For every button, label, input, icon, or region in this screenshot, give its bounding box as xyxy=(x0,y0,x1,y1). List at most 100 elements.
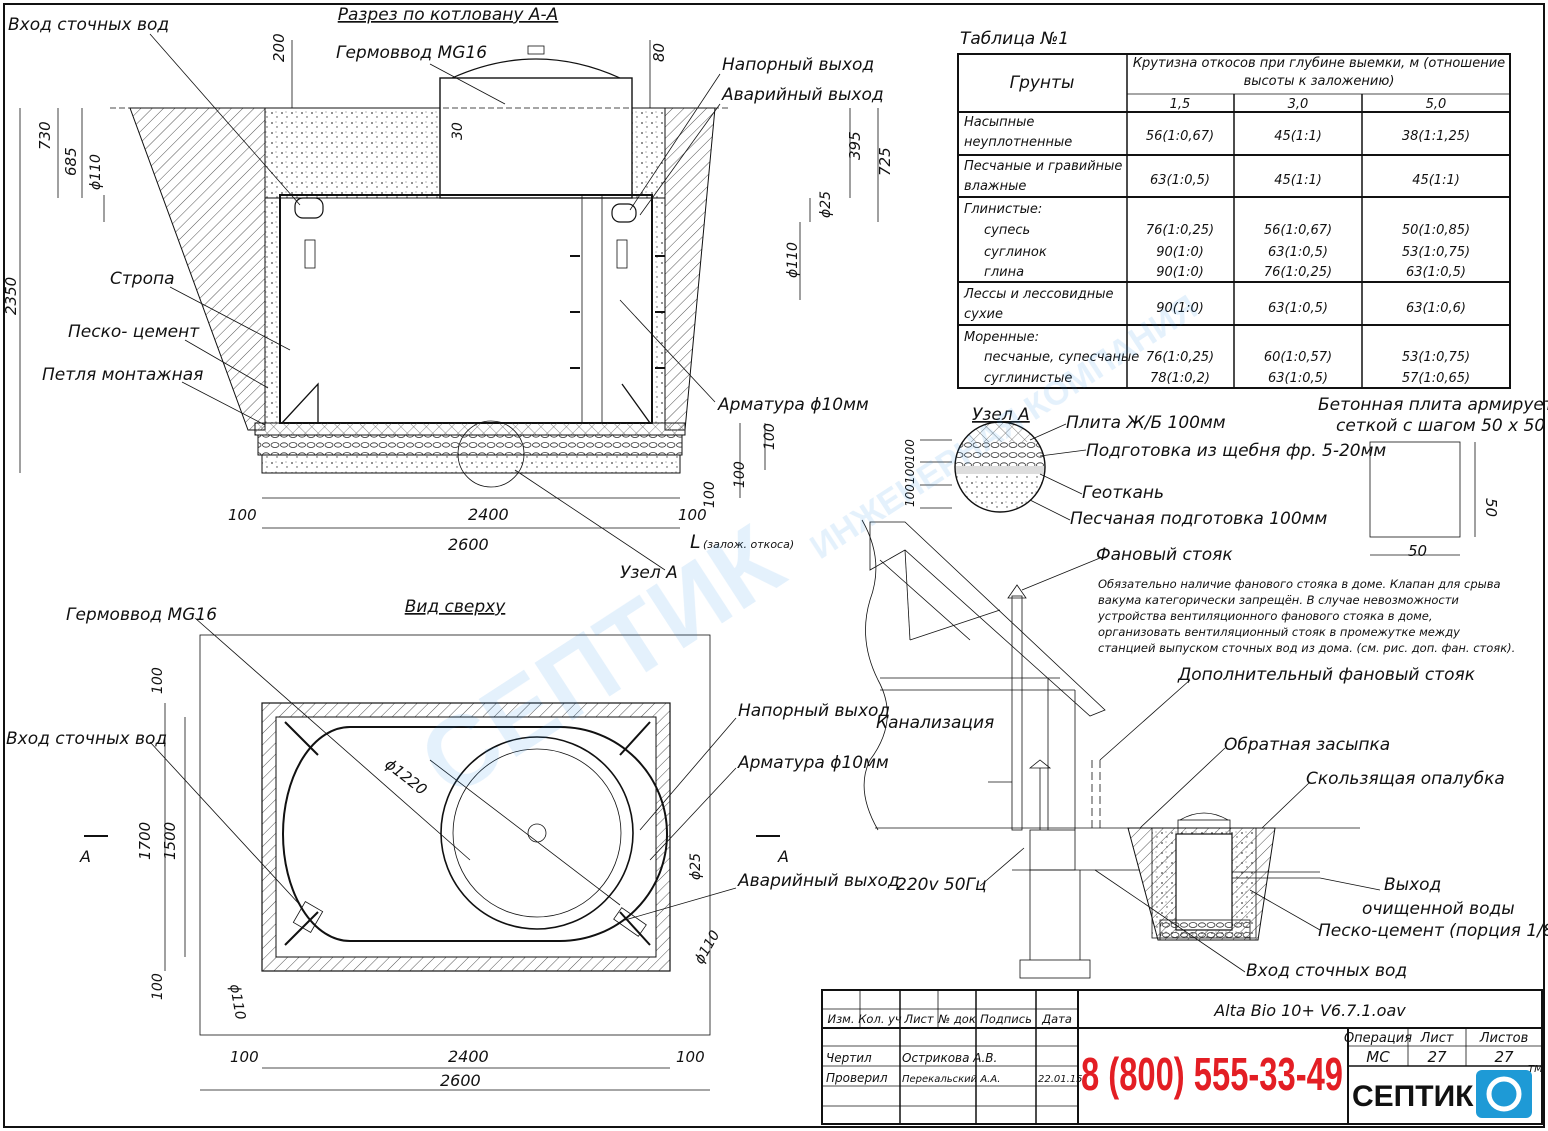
house-note: Обязательно наличие фанового стояка в до… xyxy=(1097,577,1515,655)
node-gravel: Подготовка из щебня фр. 5-20мм xyxy=(1086,441,1386,461)
drawn-name: Острикова А.В. xyxy=(902,1051,997,1065)
table-cell-8-2: 53(1:0,75) xyxy=(1402,350,1470,365)
node-title: Узел А xyxy=(972,405,1030,425)
mesh-dim-v: 50 xyxy=(1482,498,1500,517)
table-cell-9-2: 57(1:0,65) xyxy=(1402,371,1470,386)
house-extra-fan: Дополнительный фановый стояк xyxy=(1177,665,1476,685)
node-dim-1: 100 xyxy=(903,439,917,462)
node-dim-3: 100 xyxy=(903,484,917,507)
dim-d25: ϕ25 xyxy=(818,191,834,218)
top-label-inlet: Вход сточных вод xyxy=(6,729,167,749)
top-dim-d110-right: ϕ110 xyxy=(692,928,724,967)
node-geotextile: Геоткань xyxy=(1082,483,1164,503)
dim-2400: 2400 xyxy=(468,505,509,524)
table-cell-6-0: 90(1:0) xyxy=(1156,301,1204,316)
table-cell-5-0: 90(1:0) xyxy=(1156,265,1204,280)
mesh-detail xyxy=(1369,441,1476,556)
phone-number[interactable]: 8 (800) 555-33-49 xyxy=(1081,1048,1343,1100)
house-note-line-4: станцией выпуском сточных вод из дома. (… xyxy=(1098,641,1515,655)
section-mark-right: А xyxy=(777,847,789,866)
top-dim-2600: 2600 xyxy=(440,1071,481,1090)
table-row-name-4: суглинок xyxy=(984,245,1047,260)
tb-header-3: № док xyxy=(937,1012,976,1026)
table-cell-6-2: 63(1:0,6) xyxy=(1406,301,1466,316)
table-col-slope: Крутизна откосов при глубине выемки, м (… xyxy=(1132,56,1506,89)
watermark: СЕПТИК ИНЖЕНЕРНАЯ КОМПАНИЯ xyxy=(401,288,1205,818)
table-row-name-1-b: влажные xyxy=(964,179,1026,194)
section-label-rebar: Арматура ϕ10мм xyxy=(717,395,869,415)
tb-header-1: Кол. уч xyxy=(858,1012,902,1026)
table-row-name-2: Глинистые: xyxy=(964,202,1042,217)
trademark: TM xyxy=(1528,1064,1543,1075)
dim-730: 730 xyxy=(36,121,54,150)
table-cell-9-1: 63(1:0,5) xyxy=(1268,371,1328,386)
table-row-name-0-b: неуплотненные xyxy=(964,135,1072,150)
dim-200: 200 xyxy=(270,33,288,62)
table-row-name-7: Моренные: xyxy=(964,330,1039,345)
table-cell-0-1: 45(1:1) xyxy=(1274,129,1322,144)
house-scheme xyxy=(861,519,1381,979)
sheets-value: 27 xyxy=(1494,1048,1514,1066)
dim-685: 685 xyxy=(62,147,80,176)
checked-label: Проверил xyxy=(826,1071,888,1085)
table-row-name-9: суглинистые xyxy=(984,371,1072,386)
top-label-pressure-out: Напорный выход xyxy=(738,701,890,721)
section-label-emergency-out: Аварийный выход xyxy=(721,85,884,105)
table-cell-8-0: 76(1:0,25) xyxy=(1146,350,1214,365)
table-cell-1-2: 45(1:1) xyxy=(1412,173,1460,188)
dim-30: 30 xyxy=(450,122,466,140)
table-depth-1: 3,0 xyxy=(1288,97,1309,112)
op-value: МС xyxy=(1366,1048,1390,1066)
top-dim-100-top: 100 xyxy=(150,667,166,694)
table-cell-3-0: 76(1:0,25) xyxy=(1146,223,1214,238)
table-col-slope-wrap: Крутизна откосов при глубине выемки, м (… xyxy=(1132,56,1506,89)
table-depth-2: 5,0 xyxy=(1426,97,1447,112)
table-cell-6-1: 63(1:0,5) xyxy=(1268,301,1328,316)
dim-d110-right: ϕ110 xyxy=(785,242,801,278)
tb-header-4: Подпись xyxy=(980,1012,1032,1026)
house-note-line-1: вакума категорически запрещён. В случае … xyxy=(1098,593,1459,607)
section-label-strap: Стропа xyxy=(110,269,175,289)
table-row-name-6-b: сухие xyxy=(964,307,1003,322)
top-dim-100-right: 100 xyxy=(676,1048,705,1066)
section-label-pressure-out: Напорный выход xyxy=(722,55,874,75)
top-label-hermo: Гермоввод MG16 xyxy=(66,605,217,625)
table-cell-5-1: 76(1:0,25) xyxy=(1264,265,1332,280)
mesh-dim-h: 50 xyxy=(1408,542,1427,560)
section-label-slope: L xyxy=(690,531,701,553)
node-dim-2: 100 xyxy=(903,461,917,484)
node-sand: Песчаная подготовка 100мм xyxy=(1070,509,1327,529)
table-row-name-1-a: Песчаные и гравийные xyxy=(964,159,1122,174)
table-cell-9-0: 78(1:0,2) xyxy=(1150,371,1210,386)
table-row-name-0-a: Насыпные xyxy=(964,115,1034,130)
top-view xyxy=(84,617,780,1091)
top-dim-d110-left: ϕ110 xyxy=(226,983,248,1021)
table-cell-0-0: 56(1:0,67) xyxy=(1146,129,1214,144)
table-row-name-8: песчаные, супесчаные xyxy=(984,350,1139,365)
house-fan: Фановый стояк xyxy=(1096,545,1233,565)
table-cell-4-0: 90(1:0) xyxy=(1156,245,1204,260)
tb-header-0: Изм. xyxy=(827,1012,854,1026)
sheet-label: Лист xyxy=(1420,1031,1454,1046)
top-label-emergency-out: Аварийный выход xyxy=(737,871,900,891)
table-cell-0-2: 38(1:1,25) xyxy=(1402,129,1470,144)
table-row-name-6-a: Лессы и лессовидные xyxy=(963,287,1113,302)
title-block xyxy=(821,989,1543,1125)
house-outlet-1: Выход xyxy=(1384,875,1441,895)
section-title: Разрез по котловану А-А xyxy=(338,5,559,25)
section-view xyxy=(19,33,879,571)
dim-395: 395 xyxy=(846,131,864,160)
dim-2600: 2600 xyxy=(448,535,489,554)
dim-725: 725 xyxy=(876,147,894,176)
house-note-line-2: устройства вентиляционного фанового стоя… xyxy=(1097,609,1433,623)
top-view-title: Вид сверху xyxy=(405,597,507,617)
top-dim-1700: 1700 xyxy=(136,822,154,860)
section-label-hermo: Гермоввод MG16 xyxy=(336,43,487,63)
node-plate: Плита Ж/Б 100мм xyxy=(1066,413,1226,433)
table-depths: 1,5 3,0 5,0 xyxy=(1170,97,1447,112)
doc-code: Alta Bio 10+ V6.7.1.oav xyxy=(1213,1001,1406,1020)
house-backfill: Обратная засыпка xyxy=(1224,735,1390,755)
table-rows: Насыпные неуплотненные 56(1:0,67) 45(1:1) 38… xyxy=(963,115,1470,386)
table-depth-0: 1,5 xyxy=(1170,97,1191,112)
